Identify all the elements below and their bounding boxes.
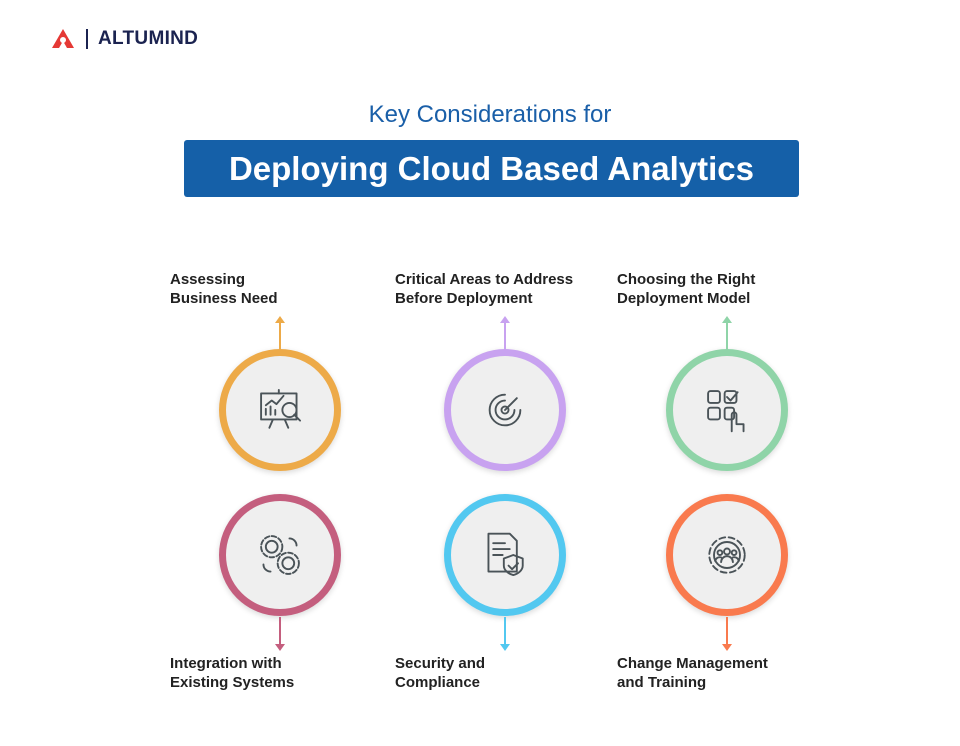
label-line-2: Compliance <box>395 674 481 691</box>
presentation-analytics-icon <box>260 388 302 429</box>
label-line-1: Assessing <box>170 271 246 288</box>
label-line-1: Security and <box>395 655 486 672</box>
consideration-circle <box>219 349 341 471</box>
label-line-1: Integration with <box>170 655 282 672</box>
document-shield-icon <box>487 532 524 577</box>
page-subtitle: Key Considerations for <box>368 101 612 128</box>
consideration-label: Change Management and Training <box>617 654 837 692</box>
label-line-2: Business Need <box>170 290 278 307</box>
logo-divider <box>86 29 88 49</box>
label-line-1: Choosing the Right <box>617 271 756 288</box>
select-grid-icon <box>707 390 745 433</box>
consideration-circle <box>444 349 566 471</box>
page-title: Deploying Cloud Based Analytics <box>184 140 799 197</box>
consideration-circle <box>444 494 566 616</box>
brand-logo: ALTUMIND <box>50 28 198 50</box>
gears-icon <box>260 535 300 575</box>
team-gear-icon <box>708 536 746 574</box>
consideration-circle <box>219 494 341 616</box>
label-line-2: Existing Systems <box>170 674 295 691</box>
brand-name: ALTUMIND <box>98 28 199 49</box>
label-line-2: Before Deployment <box>395 290 533 307</box>
connector-arrow <box>722 316 732 350</box>
altumind-logo-icon <box>52 29 74 48</box>
label-line-1: Change Management <box>617 655 768 672</box>
label-line-1: Critical Areas to Address <box>395 271 574 288</box>
connector-arrow <box>722 617 732 651</box>
label-line-2: and Training <box>617 674 707 691</box>
connector-arrow <box>275 617 285 651</box>
connector-arrow <box>500 617 510 651</box>
consideration-circle <box>666 494 788 616</box>
target-icon <box>488 393 522 427</box>
connector-arrow <box>500 316 510 350</box>
label-line-2: Deployment Model <box>617 290 751 307</box>
connector-arrow <box>275 316 285 350</box>
consideration-circle <box>666 349 788 471</box>
